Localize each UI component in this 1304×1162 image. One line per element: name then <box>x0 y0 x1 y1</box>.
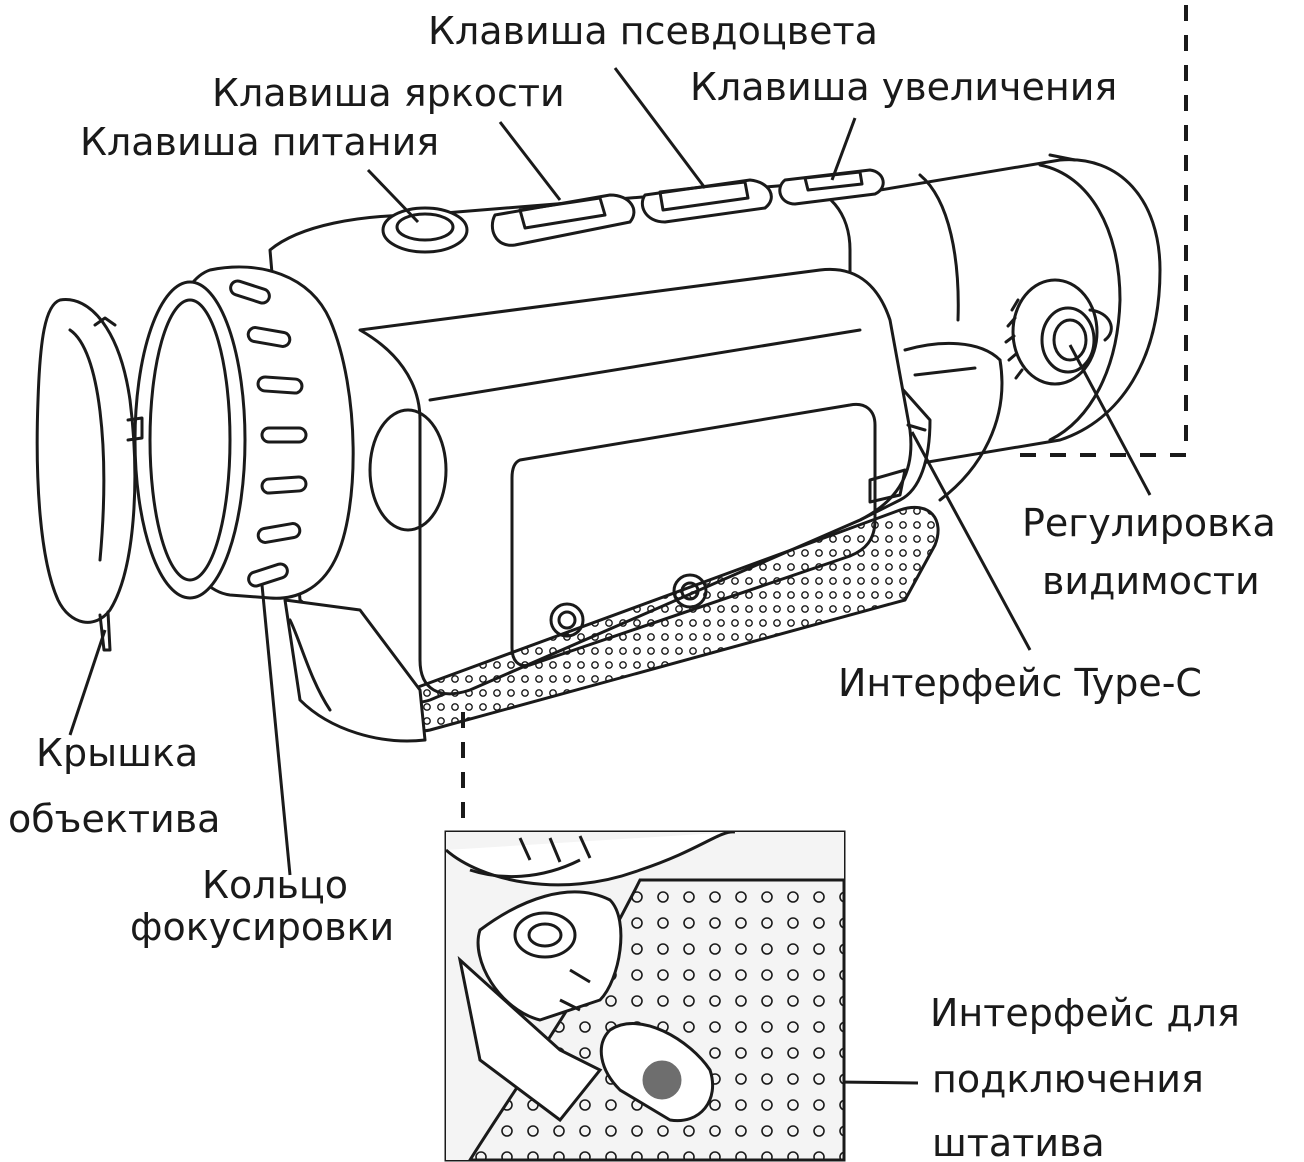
label-power-key: Клавиша питания <box>80 120 439 164</box>
lens-cap <box>35 298 137 624</box>
leader-pseudocolor <box>613 67 707 189</box>
brightness-key-shape <box>490 193 636 247</box>
labels: Клавиша псевдоцвета Клавиша яркости Клав… <box>8 9 1276 1162</box>
leader-typec <box>910 431 1032 651</box>
leader-diopter <box>1068 344 1152 496</box>
label-tripod-2: подключения <box>932 1057 1204 1101</box>
tripod-socket <box>642 1060 682 1100</box>
label-pseudocolor-key: Клавиша псевдоцвета <box>428 9 878 53</box>
label-diopter-2: видимости <box>1042 559 1260 603</box>
leader-lens-cap <box>68 629 107 736</box>
leader-power <box>366 168 420 224</box>
label-typec: Интерфейс Type-C <box>838 661 1202 705</box>
label-zoom-key: Клавиша увеличения <box>690 65 1117 109</box>
label-tripod-1: Интерфейс для <box>930 991 1240 1035</box>
label-focus-ring-1: Кольцо <box>202 863 348 907</box>
pseudocolor-key-shape <box>640 178 773 224</box>
leader-zoom <box>830 117 857 181</box>
tripod-inset <box>444 830 846 1162</box>
label-lens-cap-2: объектива <box>8 797 220 841</box>
label-tripod-3: штатива <box>932 1121 1105 1162</box>
label-focus-ring-2: фокусировки <box>130 905 394 949</box>
label-lens-cap-1: Крышка <box>36 731 198 775</box>
label-diopter-1: Регулировка <box>1022 501 1276 545</box>
leader-brightness <box>498 121 562 201</box>
device-illustration <box>35 153 1162 743</box>
side-panel <box>358 267 913 696</box>
leader-focus-ring <box>260 584 292 876</box>
label-brightness-key: Клавиша яркости <box>212 71 565 115</box>
